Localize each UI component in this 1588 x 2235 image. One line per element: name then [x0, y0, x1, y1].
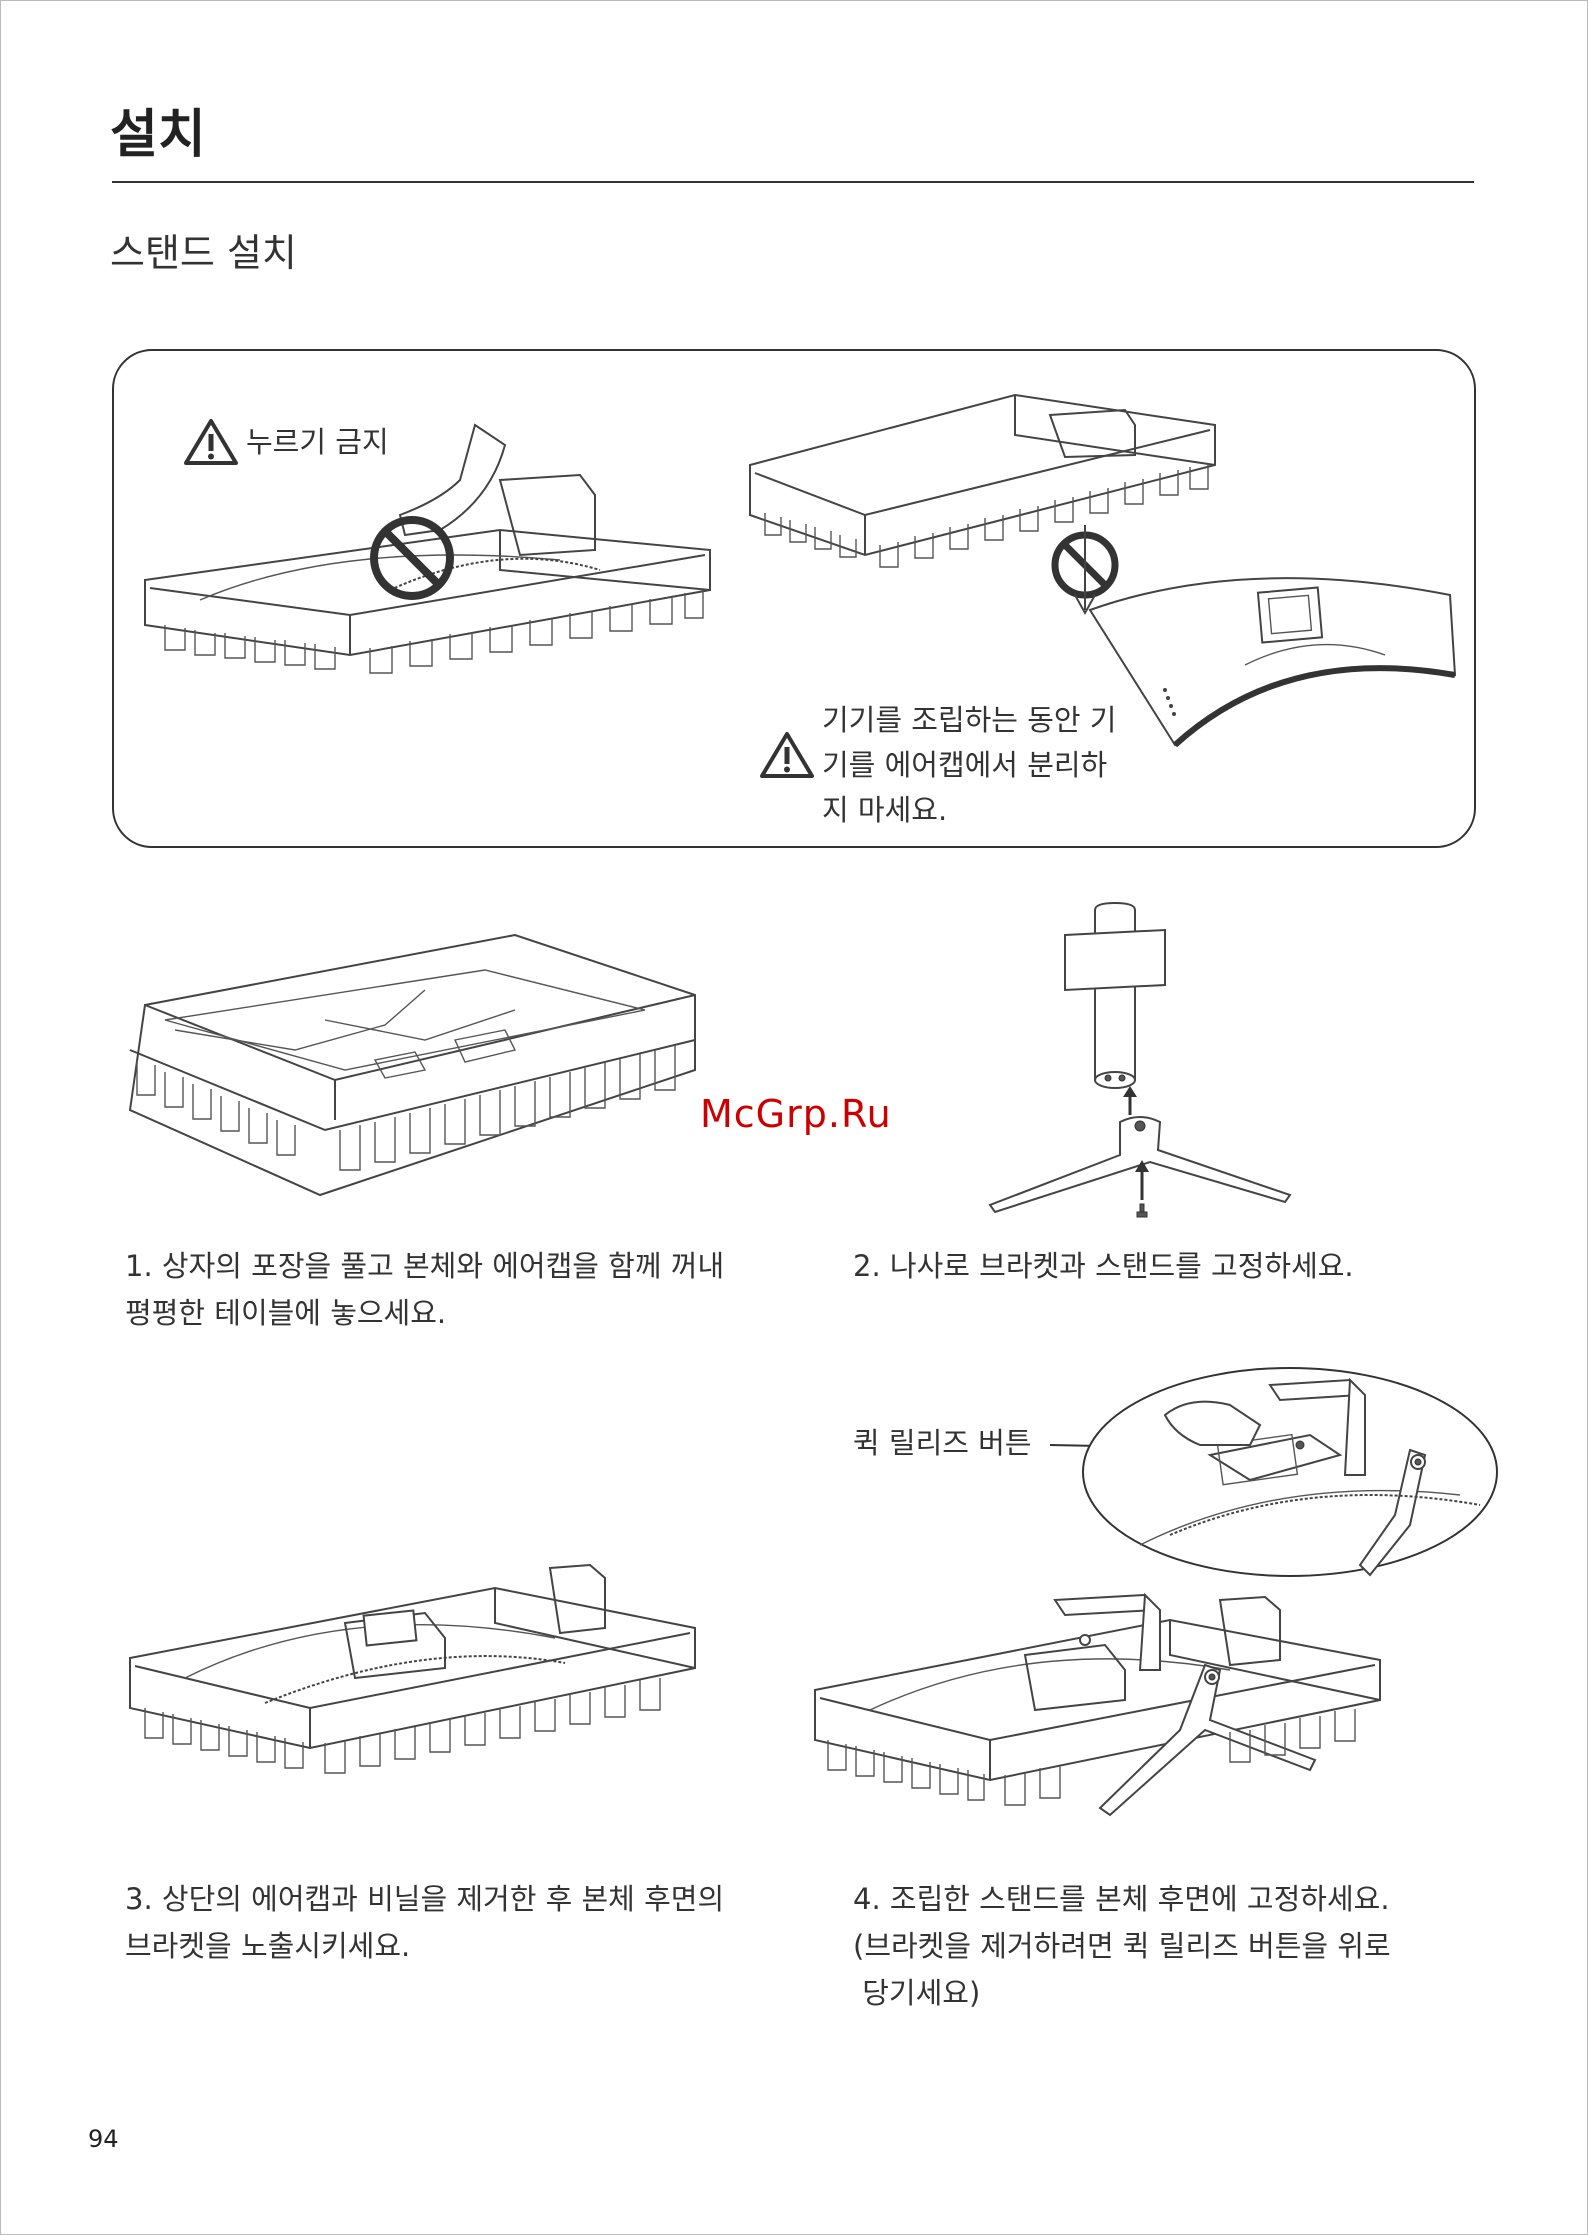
title-divider	[112, 181, 1474, 183]
section-subtitle: 스탠드 설치	[110, 222, 297, 277]
step-1-line-1: 1. 상자의 포장을 풀고 본체와 에어캡을 함께 꺼내	[125, 1243, 724, 1290]
quick-release-detail-illustration	[1080, 1365, 1500, 1580]
step-2-line-1: 2. 나사로 브라켓과 스탠드를 고정하세요.	[853, 1243, 1354, 1290]
step-4-line-3: 당기세요)	[853, 1970, 1391, 2017]
page-title: 설치	[110, 92, 206, 167]
step-3-caption: 3. 상단의 에어캡과 비닐을 제거한 후 본체 후면의 브라켓을 노출시키세요…	[125, 1876, 724, 1970]
no-separate-warning: 기기를 조립하는 동안 기 기를 에어캡에서 분리하 지 마세요.	[822, 698, 1116, 833]
watermark: McGrp.Ru	[700, 1092, 892, 1136]
step-1-line-2: 평평한 테이블에 놓으세요.	[125, 1290, 724, 1337]
step-4-line-1: 4. 조립한 스탠드를 본체 후면에 고정하세요.	[853, 1876, 1391, 1923]
no-press-illustration	[140, 420, 720, 680]
no-separate-line-3: 지 마세요.	[822, 788, 1116, 833]
step-4-line-2: (브라켓을 제거하려면 퀵 릴리즈 버튼을 위로	[853, 1923, 1391, 1970]
step-3-line-1: 3. 상단의 에어캡과 비닐을 제거한 후 본체 후면의	[125, 1876, 724, 1923]
no-separate-line-2: 기를 에어캡에서 분리하	[822, 743, 1116, 788]
step-4-caption: 4. 조립한 스탠드를 본체 후면에 고정하세요. (브라켓을 제거하려면 퀵 …	[853, 1876, 1391, 2017]
step4-assembled-illustration	[810, 1580, 1385, 1825]
no-separate-line-1: 기기를 조립하는 동안 기	[822, 698, 1116, 743]
step2-stand-illustration	[980, 900, 1300, 1230]
quick-release-label: 퀵 릴리즈 버튼	[853, 1421, 1032, 1466]
step-2-caption: 2. 나사로 브라켓과 스탠드를 고정하세요.	[853, 1243, 1354, 1290]
step-1-caption: 1. 상자의 포장을 풀고 본체와 에어캡을 함께 꺼내 평평한 테이블에 놓으…	[125, 1243, 724, 1337]
warning-triangle-icon	[760, 731, 814, 779]
step3-monitor-illustration	[125, 1548, 705, 1788]
step-3-line-2: 브라켓을 노출시키세요.	[125, 1923, 724, 1970]
page-number: 94	[88, 2125, 119, 2153]
step1-box-illustration	[125, 930, 705, 1200]
